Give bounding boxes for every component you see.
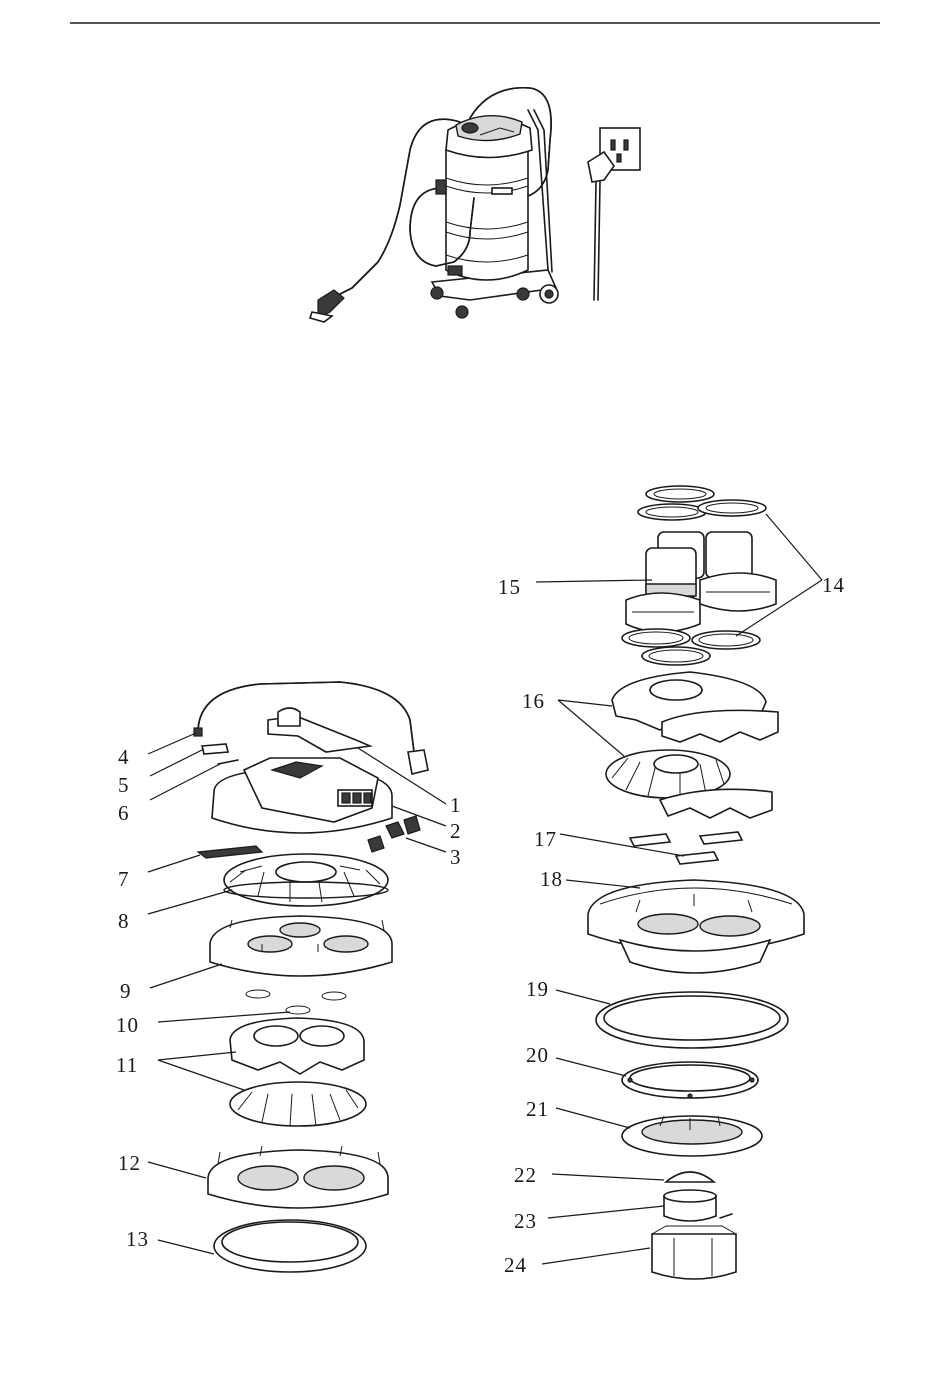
callout-14: 14 <box>822 573 845 597</box>
callout-11: 11 <box>116 1053 138 1077</box>
callout-9: 9 <box>120 979 132 1003</box>
callout-7: 7 <box>118 867 130 891</box>
callout-13: 13 <box>126 1227 149 1251</box>
callout-17: 17 <box>534 827 557 851</box>
callout-10: 10 <box>116 1013 139 1037</box>
callout-5: 5 <box>118 773 130 797</box>
vacuum-cleaner-illustration <box>310 88 640 322</box>
callout-3: 3 <box>450 845 462 869</box>
callout-22: 22 <box>514 1163 537 1187</box>
callout-6: 6 <box>118 801 130 825</box>
callout-20: 20 <box>526 1043 549 1067</box>
callout-18: 18 <box>540 867 563 891</box>
callout-15: 15 <box>498 575 521 599</box>
callout-23: 23 <box>514 1209 537 1233</box>
callout-19: 19 <box>526 977 549 1001</box>
callout-12: 12 <box>118 1151 141 1175</box>
callout-2: 2 <box>450 819 462 843</box>
right-exploded-view <box>588 486 804 1279</box>
callout-21: 21 <box>526 1097 549 1121</box>
callout-16: 16 <box>522 689 545 713</box>
callout-24: 24 <box>504 1253 527 1277</box>
callout-1: 1 <box>450 793 462 817</box>
callout-4: 4 <box>118 745 130 769</box>
callout-8: 8 <box>118 909 130 933</box>
